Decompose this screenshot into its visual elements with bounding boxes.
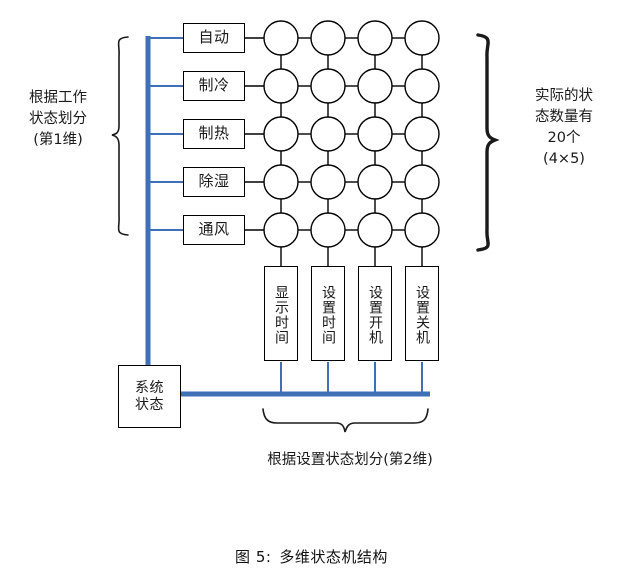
state-node xyxy=(404,164,440,200)
state-node xyxy=(263,164,299,200)
state-node xyxy=(310,20,346,56)
state-grid-nodes xyxy=(263,20,440,248)
state-node xyxy=(263,212,299,248)
second-dimension-label: 根据设置状态划分(第2维) xyxy=(267,452,433,468)
work-mode-label: 除湿 xyxy=(198,172,230,191)
state-node xyxy=(310,68,346,104)
work-mode-box-dehumidify[interactable]: 除湿 xyxy=(183,167,245,197)
state-count-label: 实际的状 态数量有 20个 (4×5) xyxy=(508,86,620,170)
first-dimension-label: 根据工作 状态划分 (第1维) xyxy=(8,88,108,151)
state-count-line4: (4×5) xyxy=(543,151,585,168)
state-node xyxy=(310,212,346,248)
bottom-brace xyxy=(262,408,429,433)
left-brace xyxy=(111,36,129,236)
setting-state-label: 显示时间 xyxy=(273,284,290,345)
setting-state-label: 设置开机 xyxy=(367,284,384,345)
brace-group xyxy=(111,33,500,433)
figure-caption: 图 5: 多维状态机结构 xyxy=(0,546,623,567)
blue-bus-lines xyxy=(145,36,430,397)
state-node xyxy=(357,68,393,104)
work-mode-label: 制冷 xyxy=(198,76,230,95)
state-node xyxy=(404,116,440,152)
state-count-line3: 20个 xyxy=(547,130,581,147)
state-node xyxy=(263,68,299,104)
work-mode-label: 通风 xyxy=(198,220,230,239)
setting-state-box-set-time[interactable]: 设置时间 xyxy=(311,266,345,361)
state-node xyxy=(310,116,346,152)
state-node xyxy=(357,164,393,200)
state-count-line1: 实际的状 xyxy=(535,88,593,104)
state-node xyxy=(404,20,440,56)
work-mode-box-ventilation[interactable]: 通风 xyxy=(183,215,245,245)
state-grid-connectors xyxy=(245,37,423,266)
work-mode-box-cooling[interactable]: 制冷 xyxy=(183,71,245,101)
state-node xyxy=(404,68,440,104)
state-node xyxy=(310,164,346,200)
state-count-line2: 态数量有 xyxy=(535,109,593,126)
state-node xyxy=(263,20,299,56)
right-brace xyxy=(476,33,500,252)
first-dimension-line1: 根据工作 xyxy=(29,90,87,106)
setting-state-box-display-time[interactable]: 显示时间 xyxy=(264,266,298,361)
figure-number: 图 5: xyxy=(235,548,272,566)
work-mode-box-auto[interactable]: 自动 xyxy=(183,23,245,53)
work-mode-box-heating[interactable]: 制热 xyxy=(183,119,245,149)
state-node xyxy=(404,212,440,248)
state-node xyxy=(263,116,299,152)
setting-state-label: 设置时间 xyxy=(320,284,337,345)
first-dimension-line2: 状态划分 xyxy=(29,111,87,128)
state-node xyxy=(357,20,393,56)
state-node xyxy=(357,116,393,152)
work-mode-label: 制热 xyxy=(198,124,230,143)
setting-state-label: 设置关机 xyxy=(414,284,431,345)
system-state-label-line2: 状态 xyxy=(135,396,164,413)
work-mode-label: 自动 xyxy=(198,28,230,47)
system-state-label-line1: 系统 xyxy=(135,380,164,397)
first-dimension-line3: (第1维) xyxy=(33,132,83,149)
setting-state-box-set-power-off[interactable]: 设置关机 xyxy=(405,266,439,361)
state-node xyxy=(357,212,393,248)
system-state-box[interactable]: 系统 状态 xyxy=(118,365,181,428)
setting-state-box-set-power-on[interactable]: 设置开机 xyxy=(358,266,392,361)
figure-title: 多维状态机结构 xyxy=(279,548,388,566)
